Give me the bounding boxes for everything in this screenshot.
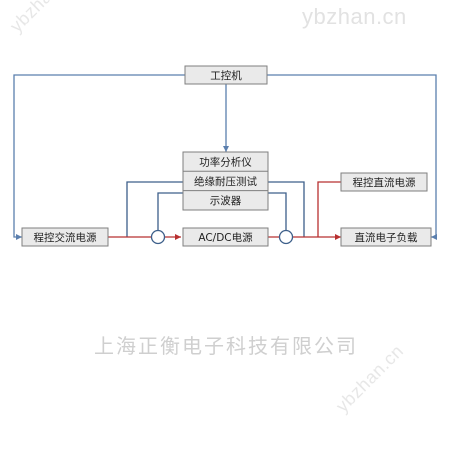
label-ipc: 工控机 (210, 69, 242, 82)
label-dc-load: 直流电子负载 (355, 231, 418, 244)
control-links (13, 74, 437, 240)
box-instruments: 功率分析仪 绝缘耐压测试 示波器 (182, 151, 269, 211)
link-ipc-ac-source (13, 74, 185, 240)
tap-left-outer (126, 181, 183, 237)
box-ipc: 工控机 (184, 65, 268, 85)
tap-right-outer (268, 181, 305, 237)
current-probe-output (278, 229, 294, 245)
box-dc-source: 程控直流电源 (340, 172, 428, 192)
label-power-analyzer: 功率分析仪 (199, 156, 252, 169)
label-dc-source: 程控直流电源 (353, 176, 416, 189)
link-ipc-dc-load (267, 74, 437, 240)
tap-right-inner (268, 192, 287, 237)
box-dc-load: 直流电子负载 (340, 227, 432, 247)
watermark-company: 上海正衡电子科技有限公司 (94, 334, 358, 358)
box-ac-source: 程控交流电源 (21, 227, 109, 247)
power-dc-source-to-load (317, 181, 341, 237)
label-oscilloscope: 示波器 (210, 194, 242, 207)
label-ac-source: 程控交流电源 (34, 231, 97, 244)
tap-left-inner (157, 192, 183, 237)
box-acdc-supply: AC/DC电源 (182, 227, 269, 247)
watermark-site-top-right: ybzhan.cn (302, 4, 407, 29)
current-probe-input (150, 229, 166, 245)
label-insulation-tester: 绝缘耐压测试 (194, 175, 257, 188)
label-acdc-supply: AC/DC电源 (198, 231, 253, 244)
measurement-taps (126, 181, 305, 237)
